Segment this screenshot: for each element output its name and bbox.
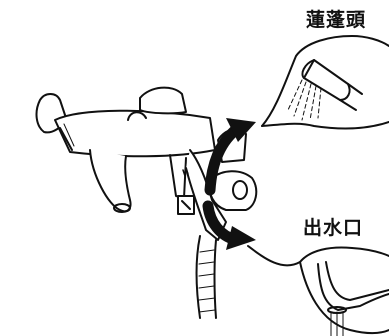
faucet-body bbox=[35, 86, 227, 319]
curved-arrow-up-icon bbox=[204, 118, 256, 196]
spout-callout bbox=[247, 245, 389, 336]
curved-arrow-down-icon bbox=[202, 200, 256, 250]
shower-head-callout bbox=[261, 35, 389, 130]
shower-head-label: 蓮蓬頭 bbox=[306, 9, 367, 31]
spout-label: 出水口 bbox=[303, 217, 364, 239]
